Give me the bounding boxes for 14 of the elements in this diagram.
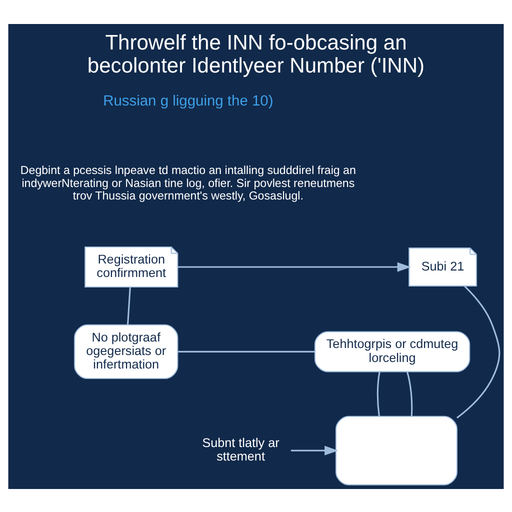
arrow <box>290 445 338 455</box>
node-box: No plotgraaf ogegersiats or infertmation <box>74 324 178 379</box>
connector <box>456 285 500 418</box>
node-box: Tehhtogrpis or cdmuteg lorceling <box>314 330 470 372</box>
connector <box>406 371 413 416</box>
label: Degbint a pcessis lnpeave td mactio an intalling sudddirel fraig an indywerNterating or Nasian tine log, ofier. Sir povlest reneutmens trov Thussia government's westly, Gosaslugl. <box>20 164 356 202</box>
connector <box>376 371 380 416</box>
connector <box>178 350 315 352</box>
node-box <box>335 415 458 485</box>
node-text: Subnt tlatly ar sttement <box>202 436 280 464</box>
connector <box>126 286 131 324</box>
label: Russian g ligguing the 10) <box>103 93 274 110</box>
diagram-title: Throwelf the INN fo-obcasing an becolonter Identlyeer Number ('INN) <box>87 30 425 77</box>
arrow <box>178 262 412 272</box>
